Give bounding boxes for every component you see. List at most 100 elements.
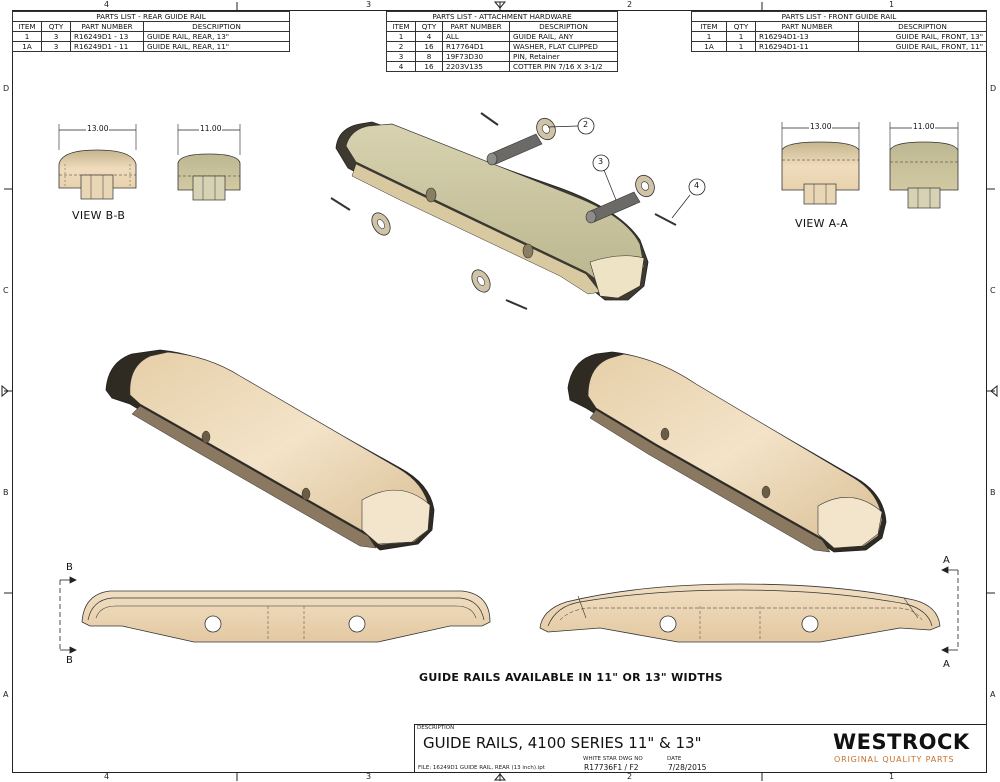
zone-right-b: B — [990, 488, 996, 497]
parts-list-front: PARTS LIST - FRONT GUIDE RAIL ITEM QTY P… — [691, 11, 987, 52]
cell: GUIDE RAIL, REAR, 13" — [143, 31, 290, 42]
table-row: 1 1 R16294D1-13 GUIDE RAIL, FRONT, 13" — [691, 31, 987, 42]
view-b-label: VIEW B-B — [72, 209, 126, 222]
parts-list-hardware: PARTS LIST - ATTACHMENT HARDWARE ITEM QT… — [386, 11, 618, 72]
cell: R16249D1 - 13 — [70, 31, 144, 42]
table-title: PARTS LIST - ATTACHMENT HARDWARE — [386, 11, 618, 22]
file-name: FILE: 16249D1 GUIDE RAIL, REAR (13 inch)… — [418, 765, 545, 771]
cell: 16 — [415, 41, 443, 52]
zone-right-a: A — [990, 690, 996, 699]
rear-rail-iso — [105, 349, 435, 551]
zone-bottom-3: 3 — [366, 772, 372, 781]
cell: WASHER, FLAT CLIPPED — [509, 41, 618, 52]
balloon-4: 4 — [694, 181, 700, 190]
table-row: 1 3 R16249D1 - 13 GUIDE RAIL, REAR, 13" — [12, 31, 290, 42]
cell: 2 — [386, 41, 416, 52]
cell: 4 — [415, 31, 443, 42]
col-header: ITEM — [691, 21, 727, 32]
cell: 3 — [41, 31, 71, 42]
view-a-11 — [889, 122, 959, 209]
description-label: DESCRIPTION — [417, 725, 455, 731]
balloon-2: 2 — [583, 120, 589, 129]
rear-rail-side — [81, 590, 491, 643]
zone-bottom-4: 4 — [104, 772, 110, 781]
balloons — [577, 117, 706, 196]
zone-bottom-1: 1 — [889, 772, 895, 781]
balloon-3: 3 — [598, 157, 604, 166]
cell: 19F73D30 — [442, 51, 510, 62]
table-title: PARTS LIST - FRONT GUIDE RAIL — [691, 11, 987, 22]
parts-list-rear: PARTS LIST - REAR GUIDE RAIL ITEM QTY PA… — [12, 11, 290, 52]
dwg-no-label: WHITE STAR DWG NO — [583, 756, 643, 762]
section-a-bottom: A — [943, 659, 950, 670]
front-rail-side — [539, 583, 941, 643]
cell: 1A — [12, 41, 42, 52]
drawing-title: GUIDE RAILS, 4100 SERIES 11" & 13" — [423, 734, 702, 752]
title-block — [414, 724, 987, 773]
table-title: PARTS LIST - REAR GUIDE RAIL — [12, 11, 290, 22]
col-header: ITEM — [12, 21, 42, 32]
section-a-top: A — [943, 555, 950, 566]
cell: GUIDE RAIL, FRONT, 11" — [858, 41, 987, 52]
table-row: 1A 1 R16294D1-11 GUIDE RAIL, FRONT, 11" — [691, 41, 987, 52]
drawing-frame — [12, 10, 987, 773]
cell: R16294D1-13 — [755, 31, 859, 42]
col-header: DESCRIPTION — [143, 21, 290, 32]
table-row: 1 4 ALL GUIDE RAIL, ANY — [386, 31, 618, 42]
col-header: PART NUMBER — [755, 21, 859, 32]
table-row: 3 8 19F73D30 PIN, Retainer — [386, 51, 618, 62]
col-header: PART NUMBER — [70, 21, 144, 32]
dimension-11-a: 11.00 — [912, 122, 936, 131]
section-a-markers — [941, 566, 959, 654]
cell: 1 — [726, 41, 756, 52]
zone-top-4: 4 — [104, 0, 110, 9]
table-row: 1A 3 R16249D1 - 11 GUIDE RAIL, REAR, 11" — [12, 41, 290, 52]
cell: 16 — [415, 61, 443, 72]
zone-left-c: C — [3, 286, 9, 295]
col-header: ITEM — [386, 21, 416, 32]
dwg-no: R17736F1 / F2 — [584, 763, 639, 772]
brand-name: WESTROCK — [833, 730, 970, 754]
zone-top-3: 3 — [366, 0, 372, 9]
view-a-13 — [781, 122, 860, 205]
cell: ALL — [442, 31, 510, 42]
date-label: DATE — [667, 756, 682, 762]
section-b-markers — [59, 576, 77, 654]
col-header: QTY — [726, 21, 756, 32]
zone-left-a: A — [3, 690, 9, 699]
cell: 8 — [415, 51, 443, 62]
col-header: QTY — [415, 21, 443, 32]
view-b-13 — [58, 124, 137, 200]
table-row: 4 16 2203V135 COTTER PIN 7/16 X 3-1/2 — [386, 61, 618, 72]
col-header: QTY — [41, 21, 71, 32]
brand-tagline: ORIGINAL QUALITY PARTS — [834, 755, 955, 764]
cell: 3 — [41, 41, 71, 52]
cell: 1 — [726, 31, 756, 42]
cell: 2203V135 — [442, 61, 510, 72]
zone-top-2: 2 — [627, 0, 633, 9]
zone-right-c: C — [990, 286, 996, 295]
cell: 1A — [691, 41, 727, 52]
cell: R17764D1 — [442, 41, 510, 52]
cell: 1 — [12, 31, 42, 42]
col-header: PART NUMBER — [442, 21, 510, 32]
view-a-label: VIEW A-A — [795, 217, 849, 230]
date-value: 7/28/2015 — [668, 763, 707, 772]
cell: R16249D1 - 11 — [70, 41, 144, 52]
zone-bottom-2: 2 — [627, 772, 633, 781]
dimension-13-a: 13.00 — [809, 122, 833, 131]
zone-right-d: D — [990, 84, 997, 93]
dimension-11-b: 11.00 — [199, 124, 223, 133]
cell: PIN, Retainer — [509, 51, 618, 62]
cell: GUIDE RAIL, FRONT, 13" — [858, 31, 987, 42]
cell: COTTER PIN 7/16 X 3-1/2 — [509, 61, 618, 72]
zone-left-d: D — [3, 84, 10, 93]
cell: GUIDE RAIL, ANY — [509, 31, 618, 42]
section-b-bottom: B — [66, 655, 73, 666]
zone-left-b: B — [3, 488, 9, 497]
cell: GUIDE RAIL, REAR, 11" — [143, 41, 290, 52]
dimension-13-b: 13.00 — [86, 124, 110, 133]
cell: 1 — [386, 31, 416, 42]
